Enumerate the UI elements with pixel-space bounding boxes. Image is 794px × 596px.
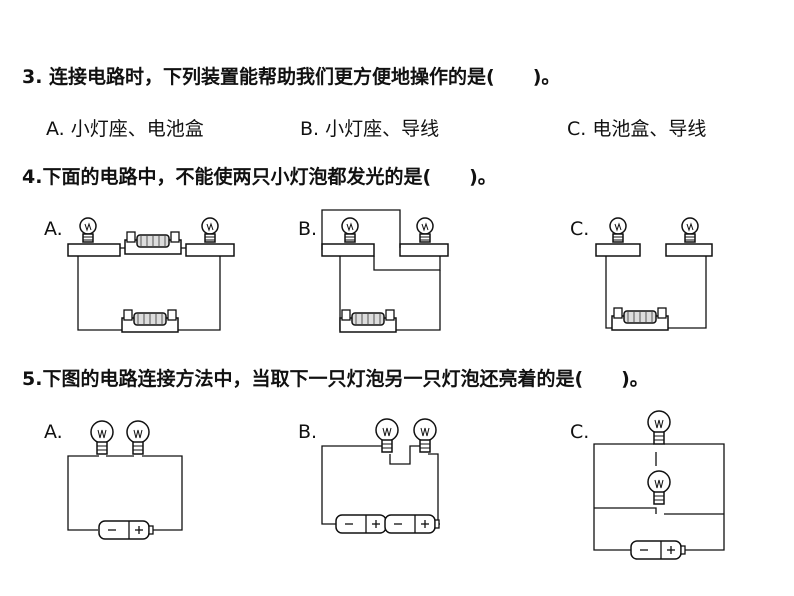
q5-b-cell-2-icon — [384, 514, 440, 534]
q4-label-b: B. — [298, 218, 318, 240]
q4-c-bulb-2-icon — [681, 217, 699, 243]
question-3-stem: 3. 连接电路时，下列装置能帮助我们更方便地操作的是( )。 — [22, 66, 561, 88]
q4-a-bulb-1-icon — [79, 217, 97, 243]
q4-c-bulb-1-icon — [609, 217, 627, 243]
q5-c-bulb-1-icon — [647, 410, 671, 445]
question-5-stem: 5.下图的电路连接方法中，当取下一只灯泡另一只灯泡还亮着的是( )。 — [22, 368, 649, 390]
q4-b-bulb-1-icon — [341, 217, 359, 243]
q5-circuit-b — [321, 445, 440, 525]
q3-option-a: A. 小灯座、电池盒 — [46, 118, 204, 140]
q5-label-a: A. — [44, 421, 63, 443]
q4-c-battery-icon — [611, 307, 669, 331]
q4-a-battery-bottom-icon — [121, 309, 179, 333]
q4-b-bulb-2-icon — [416, 217, 434, 243]
question-4-stem: 4.下面的电路中，不能使两只小灯泡都发光的是( )。 — [22, 166, 497, 188]
q5-a-cell-icon — [98, 520, 154, 540]
q5-circuit-c — [593, 443, 725, 551]
q5-label-b: B. — [298, 421, 318, 443]
q5-b-bulb-2-icon — [413, 418, 437, 453]
q5-a-bulb-2-icon — [126, 420, 150, 455]
q3-option-b: B. 小灯座、导线 — [300, 118, 440, 140]
q5-c-cell-icon — [630, 540, 686, 560]
q4-a-battery-icon — [124, 231, 182, 255]
q4-label-c: C. — [570, 218, 590, 240]
q4-a-bulb-2-icon — [201, 217, 219, 243]
q5-b-cell-1-icon — [335, 514, 391, 534]
q5-label-c: C. — [570, 421, 590, 443]
q3-option-c: C. 电池盒、导线 — [567, 118, 707, 140]
q5-circuit-a — [67, 455, 183, 531]
q5-c-bulb-2-icon — [647, 470, 671, 505]
q5-a-bulb-1-icon — [90, 420, 114, 455]
q5-b-bulb-1-icon — [375, 418, 399, 453]
q4-b-battery-icon — [339, 309, 397, 333]
q4-circuit-c — [595, 243, 713, 329]
q4-label-a: A. — [44, 218, 63, 240]
